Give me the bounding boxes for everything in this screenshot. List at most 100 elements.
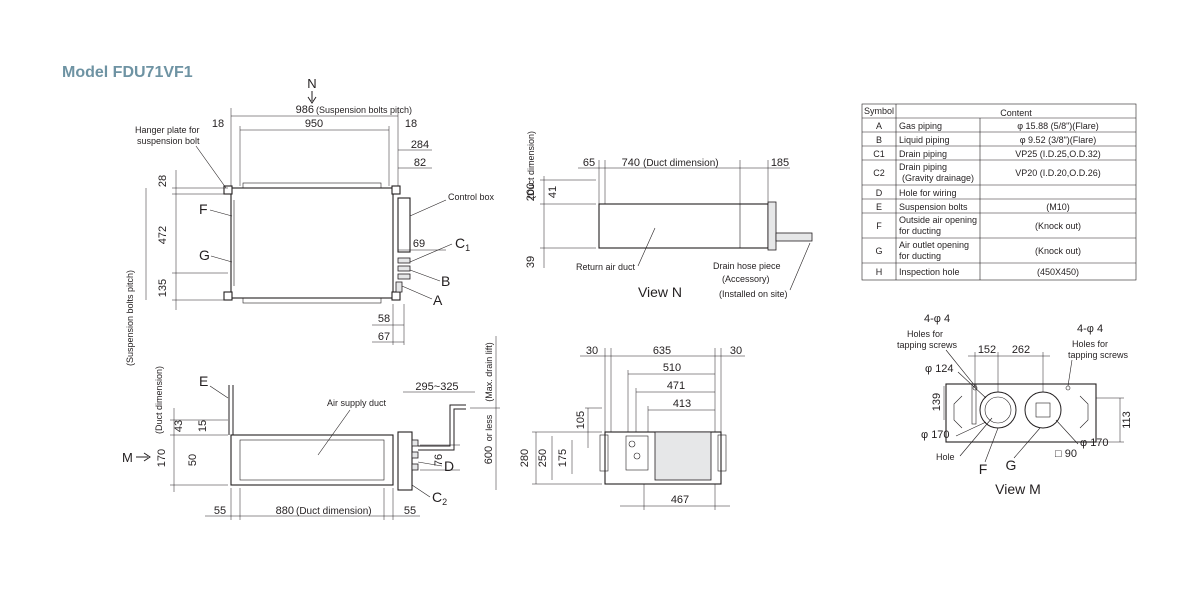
label-holes-left-3: tapping screws	[897, 340, 958, 350]
table-row-desc: Hole for wiring	[899, 188, 957, 198]
table-row-content: (M10)	[1046, 202, 1070, 212]
label-c2: C2	[432, 489, 447, 507]
dim-950: 950	[305, 118, 323, 130]
top-view: N 986 (Suspension bolts pitch) 950 18	[125, 76, 495, 366]
dim-740-note: (Duct dimension)	[643, 158, 719, 169]
table-row-desc-line2: (Gravity drainage)	[902, 173, 974, 183]
view-m: 4-φ 4 Holes for tapping screws 4-φ 4 Hol…	[897, 313, 1133, 497]
table-row-desc-line2: for ducting	[899, 226, 941, 236]
dim-740: 740	[622, 157, 640, 169]
hanger-plate	[391, 185, 401, 195]
dim-50: 50	[187, 454, 199, 466]
label-f-top: F	[199, 201, 208, 217]
dim-250: 250	[537, 449, 549, 467]
dim-square-90: □ 90	[1055, 448, 1077, 460]
dim-139: 139	[931, 393, 943, 411]
dim-105: 105	[575, 411, 587, 429]
table-row-desc: Air outlet opening	[899, 240, 969, 250]
table-header-symbol: Symbol	[864, 106, 894, 116]
label-control-box: Control box	[448, 192, 495, 202]
dim-phi-170-left: φ 170	[921, 429, 950, 441]
label-hanger-2: suspension bolt	[137, 136, 200, 146]
table-row-symbol: C1	[873, 149, 885, 159]
table-row-desc: Liquid piping	[899, 135, 950, 145]
dim-or-less: or less	[484, 414, 494, 441]
table-row-desc: Inspection hole	[899, 267, 960, 277]
label-g-top: G	[199, 247, 210, 263]
label-f-view-m: F	[979, 461, 988, 477]
table-row-symbol: F	[876, 221, 882, 231]
dim-635: 635	[653, 345, 671, 357]
view-n: (Duct dimension) 65 740 (Duct dimension)…	[525, 131, 813, 300]
hanger-plate	[391, 291, 401, 301]
label-holes-right-1: 4-φ 4	[1077, 323, 1103, 335]
front-view: E (Duct dimension) 43 15 170 50 M Air su…	[122, 336, 500, 520]
dim-76: 76	[433, 454, 445, 466]
dim-135: 135	[157, 279, 169, 297]
dim-880-note: (Duct dimension)	[296, 506, 372, 517]
label-hanger-1: Hanger plate for	[135, 125, 200, 135]
label-holes-left-2: Holes for	[907, 329, 943, 339]
table-row-desc: Drain piping	[899, 149, 947, 159]
dim-39: 39	[525, 256, 537, 268]
unit-body-top	[230, 187, 394, 299]
dim-duct-note-front: (Duct dimension)	[154, 366, 164, 434]
dim-duct-note-n: (Duct dimension)	[526, 131, 536, 199]
hanger-plate	[223, 291, 233, 301]
drain-hose	[775, 232, 813, 242]
table-row-content: (450X450)	[1037, 267, 1079, 277]
dim-200: 200	[525, 183, 537, 201]
table-row-content: φ 15.88 (5/8")(Flare)	[1017, 121, 1099, 131]
dim-986-note: (Suspension bolts pitch)	[316, 105, 412, 115]
table-row-content: (Knock out)	[1035, 246, 1081, 256]
label-hole: Hole	[936, 452, 955, 462]
page-title: Model FDU71VF1	[62, 64, 193, 81]
unit-body-front	[230, 434, 394, 486]
label-drain-hose-2: (Accessory)	[722, 274, 770, 284]
table-row-symbol: C2	[873, 168, 885, 178]
dim-510: 510	[663, 362, 681, 374]
label-holes-left-1: 4-φ 4	[924, 313, 950, 325]
spec-table: Symbol Content A Gas piping φ 15.88 (5/8…	[861, 103, 1137, 281]
label-d: D	[444, 458, 454, 474]
dim-65: 65	[583, 157, 595, 169]
label-return-air: Return air duct	[576, 262, 636, 272]
table-row-content: φ 9.52 (3/8")(Flare)	[1020, 135, 1097, 145]
dim-phi-124: φ 124	[925, 363, 954, 375]
caption-view-n: View N	[638, 284, 682, 300]
dim-284: 284	[411, 139, 429, 151]
dim-986: 986	[296, 104, 314, 116]
dim-152: 152	[978, 344, 996, 356]
dim-18-left: 18	[212, 118, 224, 130]
label-drain-hose-3: (Installed on site)	[719, 289, 788, 299]
dim-43: 43	[173, 420, 185, 432]
table-row-symbol: H	[876, 267, 883, 277]
table-row-content: (Knock out)	[1035, 221, 1081, 231]
dim-113: 113	[1121, 411, 1133, 429]
dim-471: 471	[667, 380, 685, 392]
unit-body-view-n	[598, 203, 769, 249]
dim-170-front: 170	[156, 449, 168, 467]
view-m-marker: M	[122, 450, 133, 465]
label-holes-right-2: Holes for	[1072, 339, 1108, 349]
label-g-view-m: G	[1006, 457, 1017, 473]
dim-82: 82	[414, 157, 426, 169]
dim-472: 472	[157, 226, 169, 244]
dim-295-325: 295~325	[415, 381, 458, 393]
label-e: E	[199, 373, 208, 389]
table-row-desc: Drain piping	[899, 162, 947, 172]
label-air-supply: Air supply duct	[327, 398, 387, 408]
unit-body-view-m	[945, 383, 1097, 443]
dim-69: 69	[413, 238, 425, 250]
dim-175: 175	[557, 449, 569, 467]
dim-55-left: 55	[214, 505, 226, 517]
dim-phi-170-right: φ 170	[1080, 437, 1109, 449]
label-drain-hose-1: Drain hose piece	[713, 261, 781, 271]
dim-55-right: 55	[404, 505, 416, 517]
label-b-top: B	[441, 273, 450, 289]
table-row-symbol: A	[876, 121, 882, 131]
dim-413: 413	[673, 398, 691, 410]
dim-28: 28	[157, 175, 169, 187]
side-view: 30 635 30 510 471 413 280 250 175 105 46…	[519, 345, 745, 510]
dim-280: 280	[519, 449, 531, 467]
